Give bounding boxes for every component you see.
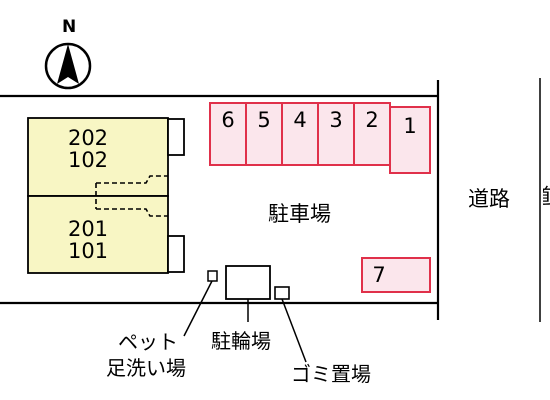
parking-space-1: [389, 106, 431, 174]
parking-space-4-label: 4: [293, 108, 307, 132]
stair-outline-bottom: [96, 208, 168, 217]
pet-wash-label-line1: ペット: [118, 330, 178, 354]
garbage-area: [274, 286, 290, 300]
balcony-upper: [167, 118, 185, 156]
parking-space-5-label: 5: [257, 108, 271, 132]
garbage-area-label: ゴミ置場: [291, 362, 371, 386]
north-label: N: [62, 17, 77, 37]
unit-label-101: 101: [67, 239, 109, 263]
parking-space-7: [361, 257, 431, 293]
leader-lines: [183, 280, 307, 363]
parking-space-3-label: 3: [329, 108, 343, 132]
building: [27, 117, 185, 274]
parking-area-label: 駐車場: [268, 202, 331, 226]
parking-space-2-label: 2: [365, 108, 379, 132]
site-boundary: [0, 80, 440, 320]
balcony-lower: [167, 235, 185, 273]
pet-wash-area: [207, 270, 218, 282]
unit-label-202: 202: [67, 126, 109, 150]
parking-space-2: [353, 102, 391, 166]
road-label: 道路: [468, 187, 510, 211]
parking-space-1-label: 1: [403, 114, 417, 138]
road-label-partial-text: 道: [543, 185, 550, 206]
road-label-partial: 道: [543, 185, 550, 217]
pet-wash-label-line2: 足洗い場: [106, 356, 186, 380]
compass-north-icon: [44, 42, 92, 90]
parking-spaces: [209, 102, 431, 293]
bicycle-parking-label: 駐輪場: [211, 329, 271, 353]
parking-space-7-label: 7: [372, 263, 386, 287]
bicycle-parking-area: [225, 265, 271, 300]
parking-space-6: [209, 102, 247, 166]
unit-label-102: 102: [67, 148, 109, 172]
parking-space-6-label: 6: [221, 108, 235, 132]
stair-outline-top: [96, 175, 168, 184]
parking-space-4: [281, 102, 319, 166]
unit-label-201: 201: [67, 217, 109, 241]
